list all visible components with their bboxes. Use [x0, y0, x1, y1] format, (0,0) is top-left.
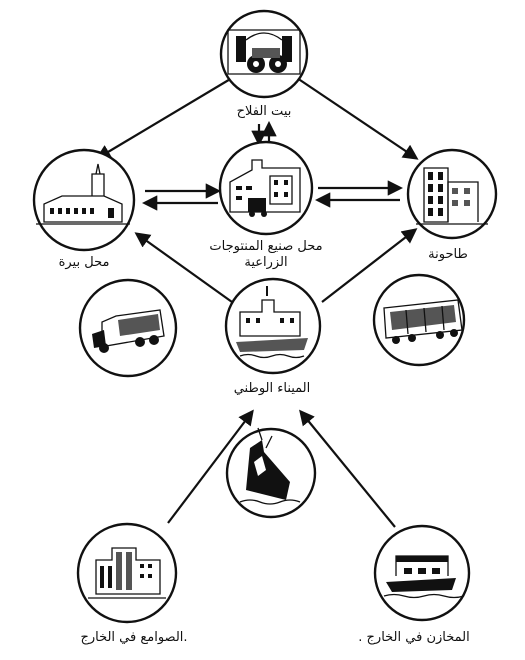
- warehouse-building-icon: [36, 163, 130, 225]
- label-stores-abroad: المخازن في الخارج .: [358, 630, 469, 645]
- cargo-ship-icon: [239, 427, 301, 505]
- transport-cargo-ship: [225, 427, 317, 519]
- label-silos-abroad: .الصوامع في الخارج: [80, 630, 187, 645]
- arrow-farmer-to-retail: [95, 77, 233, 160]
- arrow-port-to-warehouse: [321, 228, 418, 303]
- node-warehouse: [406, 148, 498, 240]
- factory-icon: [229, 159, 301, 217]
- node-silos-abroad: [76, 522, 178, 624]
- freight-train-icon: [383, 299, 463, 344]
- modern-warehouse-icon: [383, 555, 465, 599]
- node-retail-store: [32, 148, 136, 252]
- node-national-port: [224, 277, 322, 375]
- node-farmer-house: [219, 9, 309, 99]
- silo-building-icon: [88, 547, 166, 599]
- label-national-port: الميناء الوطني: [234, 381, 311, 396]
- mill-building-icon: [416, 167, 488, 225]
- label-farmer-house: بيت الفلاح: [237, 104, 292, 119]
- label-processing-plant-line2: الزراعية: [244, 255, 287, 270]
- node-stores-abroad: [373, 524, 471, 622]
- arrow-port-to-retail: [134, 232, 233, 303]
- label-processing-plant-line1: محل صنيع المنتوجات: [209, 239, 322, 254]
- truck-icon: [92, 309, 165, 353]
- label-retail-store: محل بيرة: [59, 255, 110, 270]
- flow-arrows: [95, 77, 419, 528]
- transport-truck: [78, 278, 178, 378]
- farmhouse-tractor-icon: [227, 29, 301, 75]
- arrow-stores-to-port: [299, 409, 396, 528]
- arrow-farmer-to-warehouse: [296, 77, 419, 160]
- node-processing-plant: [218, 140, 314, 236]
- port-harbor-icon: [236, 286, 308, 359]
- arrow-silos-to-port: [167, 409, 254, 524]
- transport-freight-train: [372, 273, 466, 367]
- label-warehouse: طاحونة: [428, 247, 468, 262]
